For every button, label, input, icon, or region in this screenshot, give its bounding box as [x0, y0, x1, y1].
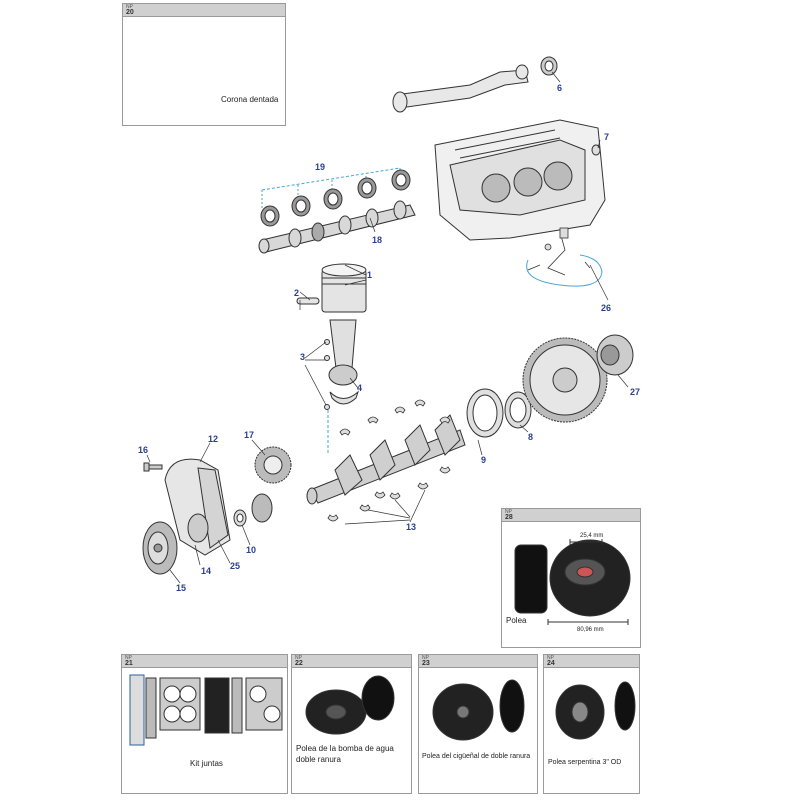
crankshaft [306, 414, 466, 505]
callout-4: 4 [357, 383, 363, 393]
panel-np-label: NP [295, 655, 302, 661]
cam-bearings [260, 167, 411, 227]
panel-number: 22 [295, 660, 303, 667]
callout-6: 6 [557, 83, 563, 93]
callout-26: 26 [601, 303, 612, 313]
leader-lines [146, 71, 629, 584]
tube-assembly [392, 56, 558, 113]
dimension-diameter: 80,96 mm [577, 627, 604, 633]
callout-7: 7 [604, 132, 610, 142]
rear-seal [466, 388, 532, 438]
panel-np-label: NP [126, 4, 133, 10]
panel-number: 24 [547, 660, 555, 667]
panel-caption: Corona dentada [221, 95, 279, 104]
dimension-width: 25,4 mm [580, 533, 604, 539]
gasket-kit-image [129, 674, 283, 746]
panel-20: NP 20 Corona dentada [122, 3, 286, 126]
callout-25: 25 [230, 561, 241, 571]
callout-1: 1 [367, 270, 373, 280]
harness-outline [526, 254, 603, 287]
callout-19: 19 [315, 162, 326, 172]
callout-27: 27 [630, 387, 641, 397]
callout-3: 3 [300, 352, 306, 362]
water-pump-pulley-image [305, 675, 395, 735]
panel-caption: Polea de la bomba de agua doble ranura [296, 744, 394, 764]
panel-np-label: NP [422, 655, 429, 661]
panel-header: NP 20 [123, 4, 285, 17]
callout-13: 13 [406, 522, 417, 532]
timing-set [233, 446, 292, 527]
panel-caption: Kit juntas [190, 759, 223, 768]
serpentine-pulley-image [555, 681, 636, 740]
panel-number: 28 [505, 514, 513, 521]
panel-header: NP 28 [502, 509, 640, 522]
panel-header: NP 23 [419, 655, 537, 668]
callout-14: 14 [201, 566, 212, 576]
bolt [143, 462, 163, 472]
callout-2: 2 [294, 288, 300, 298]
sensor-harness [527, 227, 591, 276]
panel-24: NP 24 Polea serpentina 3" OD [543, 654, 640, 794]
callout-12: 12 [208, 434, 219, 444]
panel-number: 20 [126, 9, 134, 16]
flywheel [522, 334, 634, 423]
panel-number: 21 [125, 660, 133, 667]
camshaft [258, 200, 416, 254]
panel-21: NP 21 Kit juntas [121, 654, 288, 794]
panel-header: NP 24 [544, 655, 639, 668]
crankshaft-pulley-image [432, 679, 525, 741]
panel-caption: Polea [506, 616, 527, 625]
callout-9: 9 [481, 455, 487, 465]
panel-number: 23 [422, 660, 430, 667]
panel-23: NP 23 Polea del cigüeñal de doble ranura [418, 654, 538, 794]
panel-28: NP 28 25,4 mm 80,96 mm Polea [501, 508, 641, 648]
panel-22: NP 22 Polea de la bomba de agua doble ra… [291, 654, 412, 794]
callout-18: 18 [372, 235, 383, 245]
panel-header: NP 22 [292, 655, 411, 668]
callout-16: 16 [138, 445, 149, 455]
harmonic-balancer [142, 521, 178, 575]
callout-8: 8 [528, 432, 534, 442]
pulley-28-image [514, 539, 631, 625]
panel-caption: Polea del cigüeñal de doble ranura [422, 753, 531, 760]
panel-np-label: NP [505, 509, 512, 515]
panel-header: NP 21 [122, 655, 287, 668]
panel-caption: Polea serpentina 3" OD [548, 759, 622, 766]
timing-cover [164, 458, 231, 556]
bearing-shells [327, 399, 451, 522]
connecting-rod [324, 319, 360, 410]
engine-block [434, 119, 606, 241]
panel-np-label: NP [547, 655, 554, 661]
callout-17: 17 [244, 430, 255, 440]
callout-10: 10 [246, 545, 257, 555]
piston [296, 263, 367, 313]
panel-np-label: NP [125, 655, 132, 661]
callout-15: 15 [176, 583, 187, 593]
